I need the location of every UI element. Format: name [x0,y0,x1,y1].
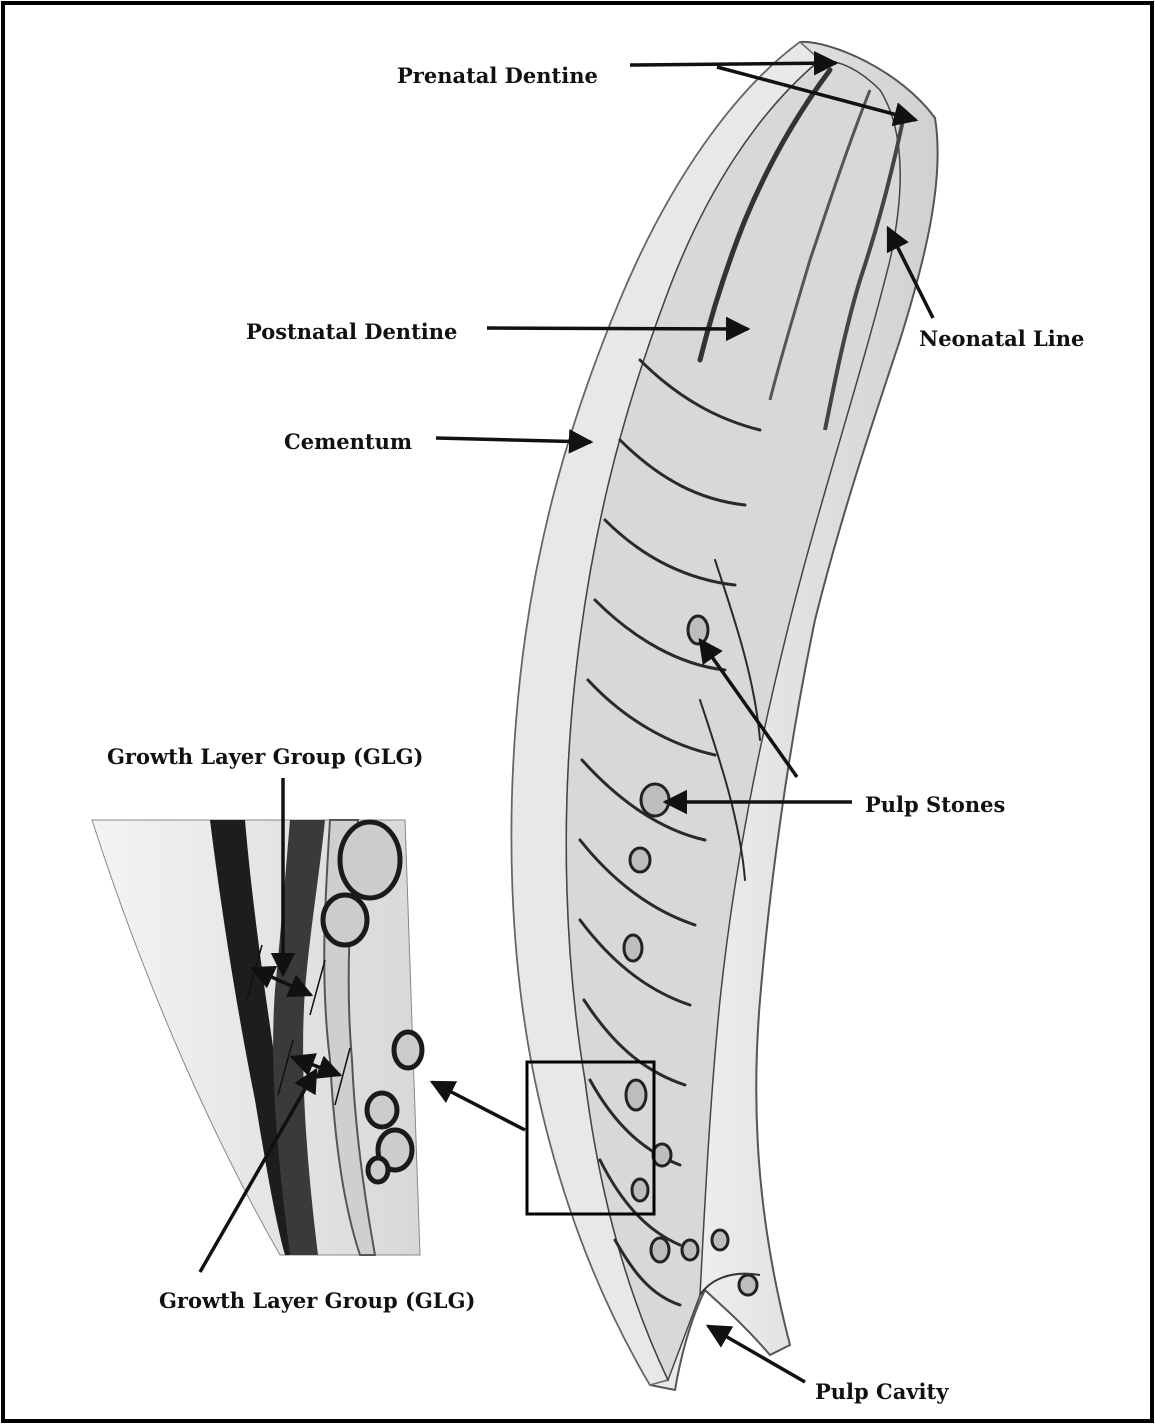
arrow-inset [432,1082,525,1130]
inset-magnified-view [92,820,422,1255]
label-postnatal-dentine: Postnatal Dentine [246,321,457,342]
label-glg-top: Growth Layer Group (GLG) [107,746,423,767]
arrow-postnatal [487,328,748,329]
label-neonatal-line: Neonatal Line [919,328,1084,349]
arrow-cementum [436,438,591,442]
tooth-body [512,42,938,1390]
arrow-prenatal-1 [630,63,836,65]
label-pulp-cavity: Pulp Cavity [815,1381,948,1402]
label-prenatal-dentine: Prenatal Dentine [397,65,598,86]
label-glg-bottom: Growth Layer Group (GLG) [159,1290,475,1311]
label-pulp-stones: Pulp Stones [865,794,1005,815]
label-cementum: Cementum [284,431,412,452]
